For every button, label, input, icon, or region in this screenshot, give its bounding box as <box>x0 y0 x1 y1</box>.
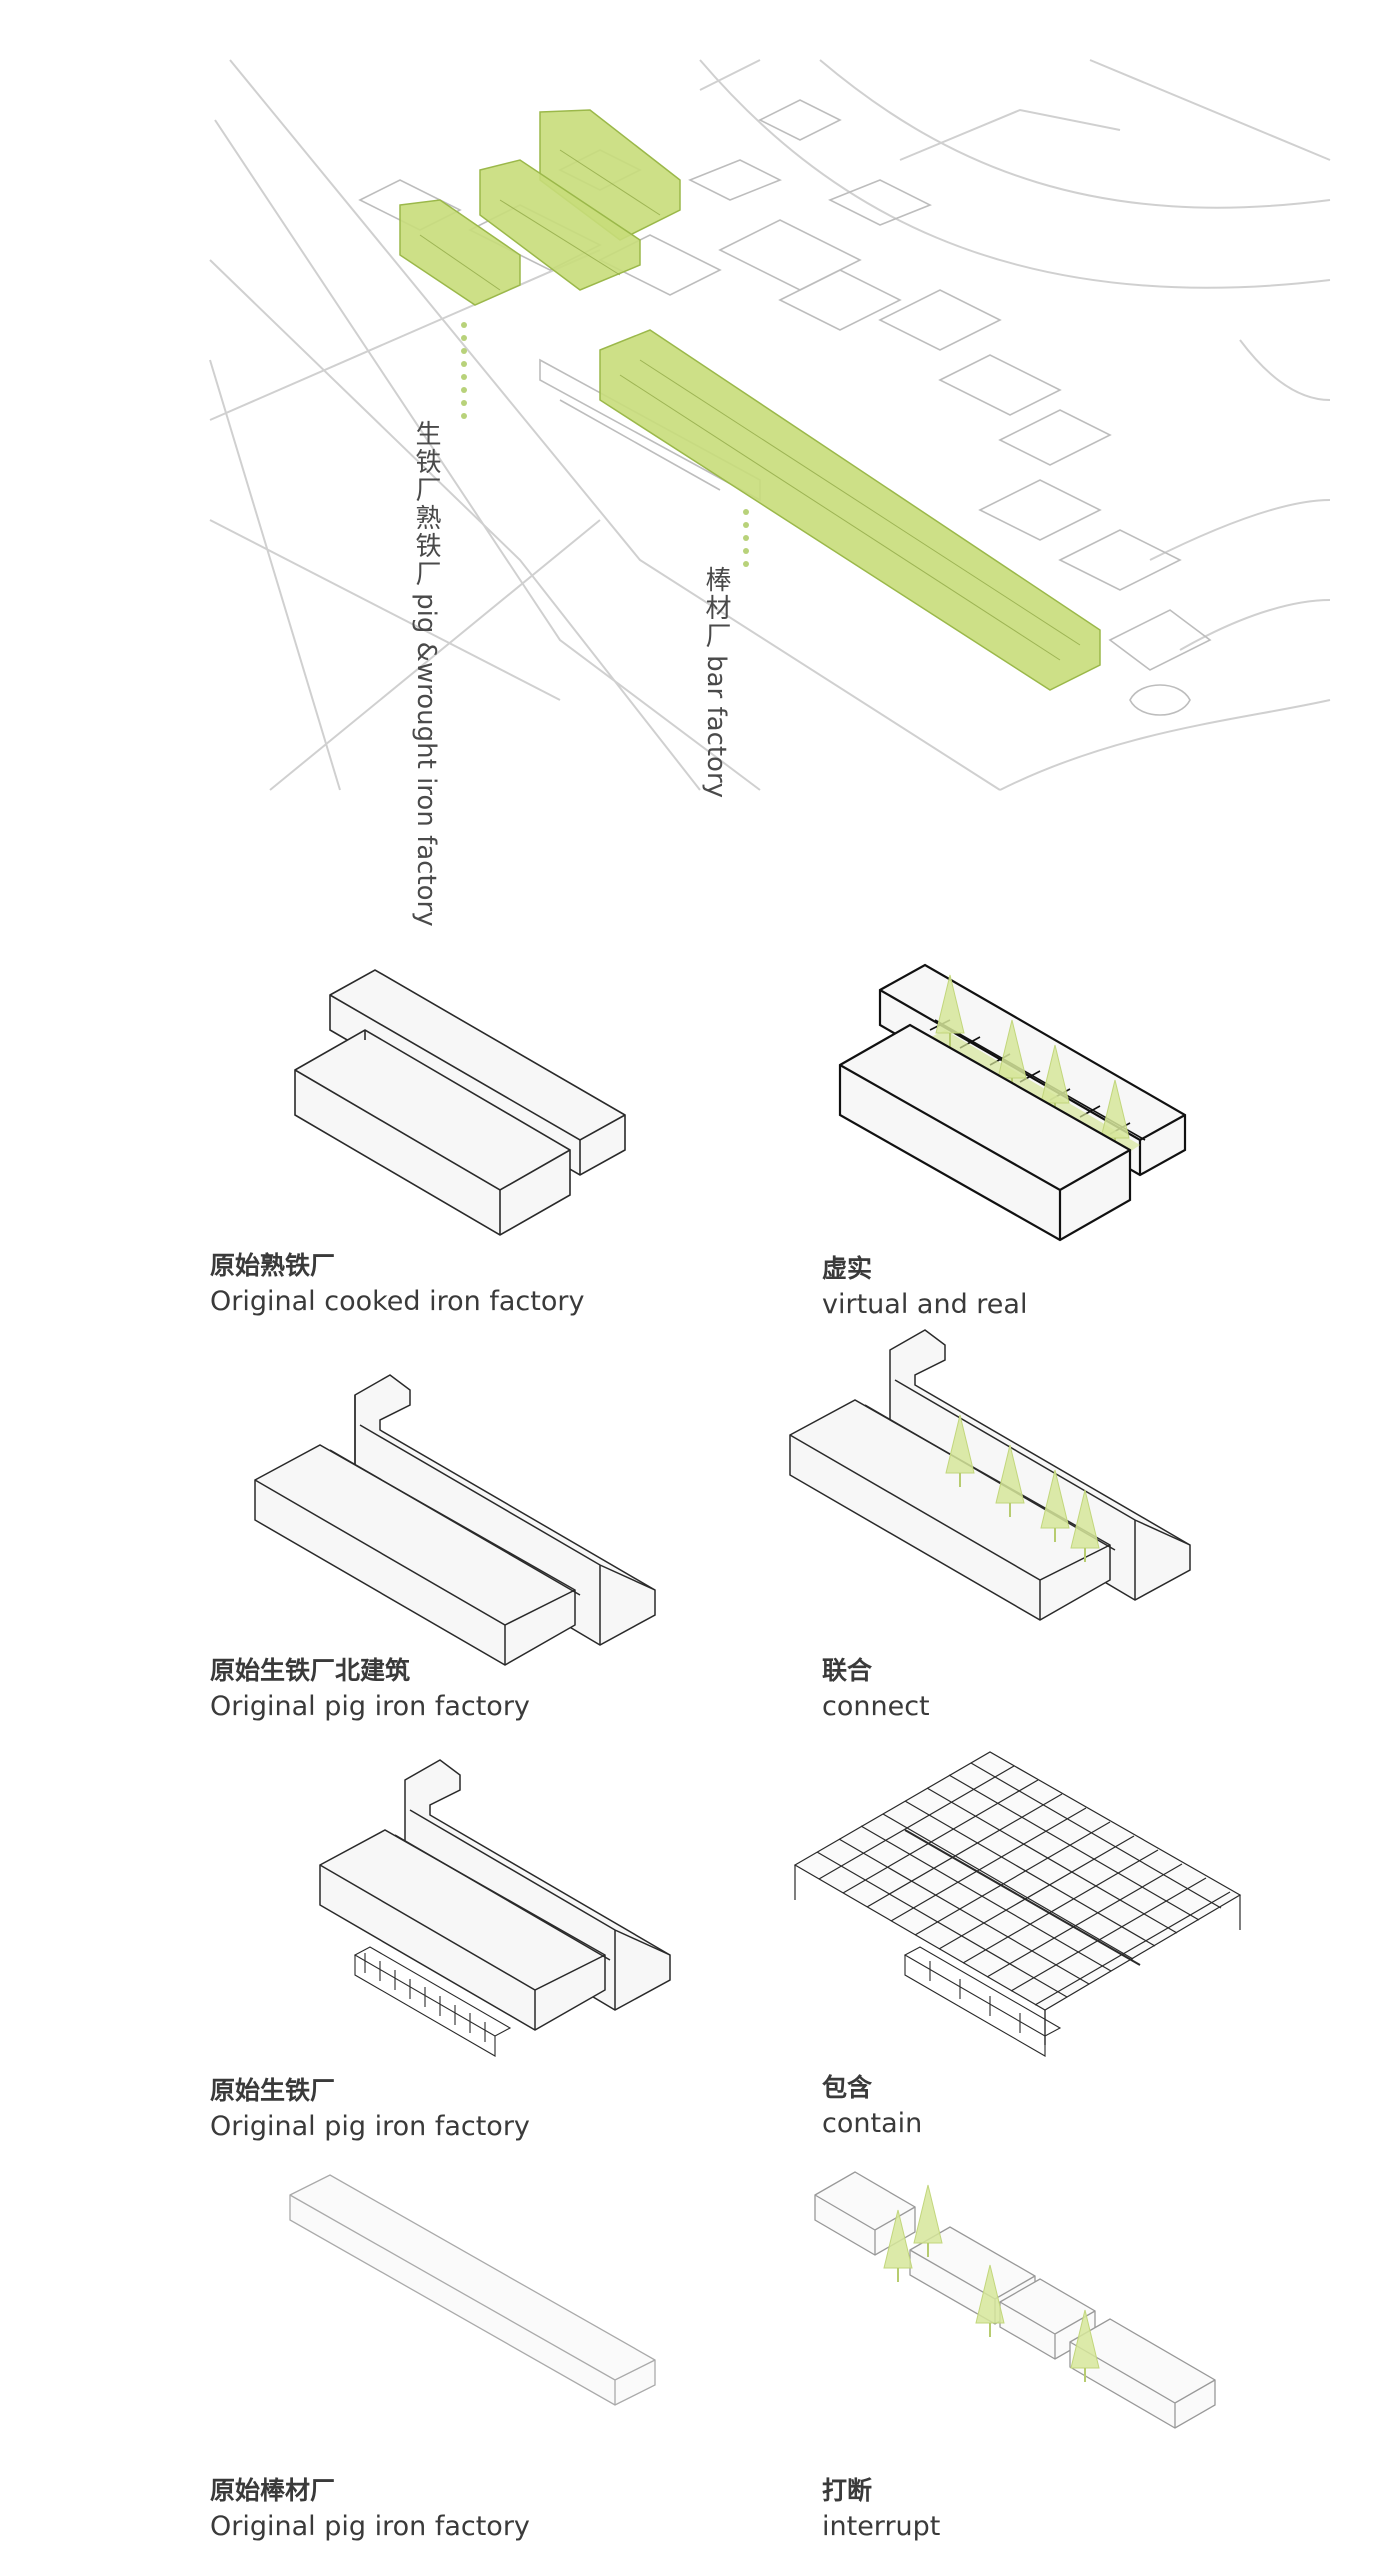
grid-lines <box>816 1762 1231 2006</box>
diagram-original-bar-factory <box>289 2174 656 2406</box>
caption-original-pig-iron-north: 原始生铁厂北建筑 Original pig iron factory <box>210 1655 530 1724</box>
caption-en: Original pig iron factory <box>210 2511 530 2543</box>
caption-en: Original cooked iron factory <box>210 1286 585 1318</box>
label-bar-zh: 棒材厂 <box>701 566 731 650</box>
caption-contain: 包含 contain <box>822 2072 922 2141</box>
caption-zh: 原始熟铁厂 <box>210 1251 336 1280</box>
caption-interrupt: 打断 interrupt <box>822 2475 940 2544</box>
label-bar-en: bar factory <box>701 655 731 799</box>
stair-structure-contain <box>903 1946 1062 2057</box>
diagram-connect <box>789 1329 1191 1621</box>
caption-virtual-and-real: 虚实 virtual and real <box>822 1253 1027 1322</box>
caption-zh: 虚实 <box>822 1254 873 1283</box>
context-streets <box>209 59 1331 791</box>
pig-iron-block <box>399 199 521 306</box>
label-pig-wrought-iron-factory: 生铁厂熟铁厂 pig &wrought iron factory <box>408 420 445 927</box>
caption-zh: 原始生铁厂 <box>210 2076 336 2105</box>
site-plan-drawing <box>209 59 1331 791</box>
diagram-contain <box>793 1751 1242 2057</box>
diagram-virtual-and-real <box>838 963 1187 1242</box>
caption-original-bar-factory: 原始棒材厂 Original pig iron factory <box>210 2475 530 2544</box>
caption-en: contain <box>822 2108 923 2140</box>
caption-en: Original pig iron factory <box>210 2111 530 2143</box>
wrought-iron-block-b <box>479 159 641 291</box>
caption-connect: 联合 connect <box>822 1655 930 1724</box>
bar-factory-block <box>599 329 1101 691</box>
diagram-original-pig-iron-north <box>254 1374 656 1666</box>
leader-dots <box>461 322 749 567</box>
caption-original-pig-iron: 原始生铁厂 Original pig iron factory <box>210 2075 530 2144</box>
caption-original-cooked-iron-factory: 原始熟铁厂 Original cooked iron factory <box>210 1250 584 1319</box>
caption-en: virtual and real <box>822 1289 1028 1321</box>
diagram-original-cooked-iron-factory <box>294 969 626 1236</box>
highlight-buildings <box>399 109 1101 691</box>
label-pig-wrought-en: pig &wrought iron factory <box>411 593 441 927</box>
caption-zh: 原始棒材厂 <box>210 2476 336 2505</box>
virtual-frame <box>909 1019 1146 1156</box>
caption-zh: 包含 <box>822 2073 873 2102</box>
caption-zh: 联合 <box>822 1656 873 1685</box>
caption-zh: 原始生铁厂北建筑 <box>210 1656 411 1685</box>
label-bar-factory: 棒材厂 bar factory <box>698 566 735 798</box>
caption-en: Original pig iron factory <box>210 1691 530 1723</box>
caption-en: connect <box>822 1691 930 1723</box>
caption-en: interrupt <box>822 2511 941 2543</box>
diagram-interrupt <box>814 2171 1216 2429</box>
highlight-detail-lines <box>419 149 1081 661</box>
stair-structure <box>353 1946 512 2057</box>
diagram-original-pig-iron <box>319 1759 671 2057</box>
caption-zh: 打断 <box>822 2476 873 2505</box>
label-pig-wrought-zh: 生铁厂熟铁厂 <box>411 420 441 588</box>
